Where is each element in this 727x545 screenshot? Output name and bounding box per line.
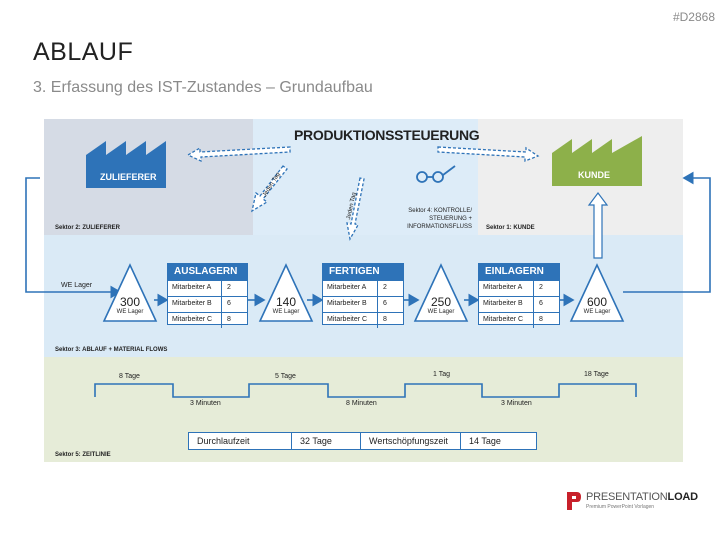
shipment-up-arrow bbox=[587, 192, 609, 259]
sector-flow-label: Sektor 3: ABLAUF + MATERIAL FLOWS bbox=[55, 347, 168, 353]
inventory-triangle-1 bbox=[102, 263, 158, 322]
sector-supplier-label: Sektor 2: ZULIEFERER bbox=[55, 225, 121, 231]
supplier-label: ZULIEFERER bbox=[100, 172, 157, 182]
brand-name-a: PRESENTATION bbox=[586, 491, 668, 503]
process-title: FERTIGEN bbox=[323, 264, 403, 280]
inventory-label-3: WE Lager bbox=[427, 309, 455, 315]
glasses-icon bbox=[416, 165, 456, 183]
control-sector-label: Sektor 4: KONTROLLE/ STEUERUNG + INFORMA… bbox=[407, 208, 472, 230]
process-title: EINLAGERN bbox=[479, 264, 559, 280]
inventory-value-2: 140 bbox=[275, 295, 297, 309]
process-title: AUSLAGERN bbox=[168, 264, 247, 280]
process-time-3: 3 Minuten bbox=[501, 400, 532, 407]
inventory-value-4: 600 bbox=[586, 295, 608, 309]
we-lager-label: WE Lager bbox=[61, 282, 93, 289]
lead-time-value: 32 Tage bbox=[292, 433, 361, 449]
slide-code: #D2868 bbox=[672, 10, 715, 24]
inventory-value-3: 250 bbox=[430, 295, 452, 309]
control-title: PRODUKTIONSSTEUERUNG bbox=[294, 127, 480, 143]
value-time-label: Wertschöpfungszeit bbox=[361, 433, 461, 449]
inventory-triangle-4 bbox=[569, 263, 625, 322]
inventory-value-1: 300 bbox=[119, 295, 141, 309]
supplier-factory-icon bbox=[86, 141, 166, 188]
value-time-value: 14 Tage bbox=[469, 436, 501, 446]
info-arrows bbox=[186, 146, 540, 241]
inventory-label-4: WE Lager bbox=[583, 309, 611, 315]
wait-time-2: 5 Tage bbox=[275, 373, 296, 380]
page-subtitle: 3. Erfassung des IST-Zustandes – Grundau… bbox=[33, 79, 373, 96]
wait-time-4: 18 Tage bbox=[584, 371, 609, 378]
customer-link-line bbox=[623, 171, 711, 293]
inventory-triangle-2 bbox=[258, 263, 314, 322]
brand-name-b: LOAD bbox=[667, 491, 699, 503]
customer-label: KUNDE bbox=[578, 170, 611, 180]
lead-time-label: Durchlaufzeit bbox=[189, 433, 292, 449]
inventory-label-2: WE Lager bbox=[272, 309, 300, 315]
wait-time-1: 8 Tage bbox=[119, 373, 140, 380]
page-title: ABLAUF bbox=[33, 38, 134, 66]
customer-factory-icon bbox=[552, 136, 642, 186]
brand-tagline: Premium PowerPoint Vorlagen bbox=[586, 504, 655, 510]
sector-timeline-label: Sektor 5: ZEITLINIE bbox=[55, 452, 111, 458]
process-time-1: 3 Minuten bbox=[190, 400, 221, 407]
timeline-summary: Durchlaufzeit 32 Tage Wertschöpfungszeit… bbox=[188, 432, 537, 450]
supplier-link-line bbox=[25, 177, 122, 299]
timeline-line bbox=[94, 383, 637, 398]
wait-time-3: 1 Tag bbox=[433, 371, 450, 378]
inventory-label-1: WE Lager bbox=[116, 309, 144, 315]
sector-control-bg bbox=[253, 119, 478, 235]
inventory-triangle-3 bbox=[413, 263, 469, 322]
brand-mark-icon bbox=[567, 492, 581, 510]
sector-customer-label: Sektor 1: KUNDE bbox=[486, 225, 535, 231]
process-time-2: 8 Minuten bbox=[346, 400, 377, 407]
